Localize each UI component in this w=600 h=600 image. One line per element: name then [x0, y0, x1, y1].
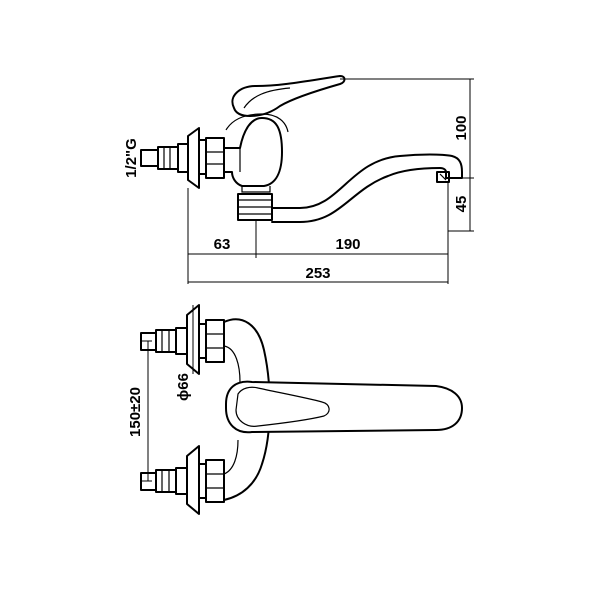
top-view: 150±20 ϕ66 — [127, 304, 463, 515]
spout — [271, 153, 463, 223]
dim-height-total: 100 — [453, 115, 470, 140]
dim-reach: 190 — [335, 236, 360, 253]
dim-height-spout: 45 — [453, 196, 470, 213]
lower-inlet — [140, 445, 225, 515]
upper-inlet — [140, 304, 225, 375]
side-view: 100 45 1/2"G 63 190 253 — [123, 75, 474, 284]
faucet-body — [223, 117, 283, 187]
wall-flange — [187, 127, 200, 189]
dim-centers: 150±20 — [127, 387, 144, 437]
dim-diameter: ϕ66 — [175, 373, 192, 401]
hex-nut — [198, 137, 225, 179]
dim-length-total: 253 — [305, 265, 330, 282]
inlet-connector — [140, 143, 189, 173]
swivel-ring — [237, 193, 273, 221]
dim-offset: 63 — [214, 236, 231, 253]
top-handle-lever — [225, 380, 463, 434]
handle-lever — [231, 75, 346, 117]
dim-thread: 1/2"G — [123, 138, 140, 178]
